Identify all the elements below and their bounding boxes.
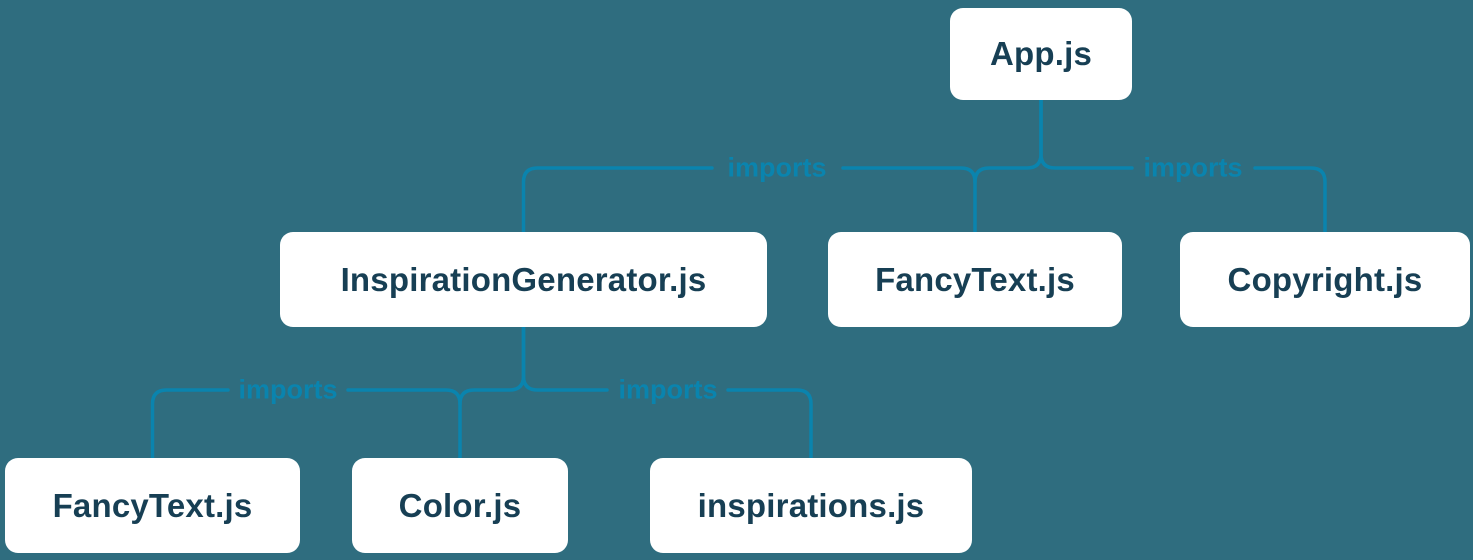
edge-rail-to-color-drop	[346, 388, 462, 460]
node-inspirationgenerator-js: InspirationGenerator.js	[280, 232, 767, 327]
edge-ig-stem-right-fork	[521, 325, 609, 392]
node-label: FancyText.js	[875, 260, 1075, 298]
node-label: Color.js	[398, 486, 522, 524]
edge-ig-to-fancytext-bottom-elbow	[150, 388, 230, 460]
node-label: Copyright.js	[1227, 260, 1423, 298]
node-fancytext-js-bottom: FancyText.js	[5, 458, 300, 553]
node-copyright-js: Copyright.js	[1180, 232, 1470, 327]
node-label: App.js	[989, 35, 1093, 72]
imports-label-ig-right: imports	[618, 374, 718, 405]
imports-label-app-left: imports	[727, 152, 827, 183]
node-label: inspirations.js	[697, 486, 925, 524]
edge-app-to-inspirationgenerator-elbow	[521, 166, 714, 234]
node-label: InspirationGenerator.js	[340, 260, 707, 298]
imports-label-app-right: imports	[1143, 152, 1243, 183]
node-color-js: Color.js	[352, 458, 568, 553]
node-fancytext-js-top: FancyText.js	[828, 232, 1122, 327]
edge-app-stem-right-fork	[1039, 98, 1134, 170]
edge-rail-to-fancytext-top-drop	[841, 166, 977, 234]
node-app-js: App.js	[950, 8, 1132, 100]
node-label: FancyText.js	[52, 486, 253, 524]
edge-ig-to-inspirations-elbow	[726, 388, 813, 460]
imports-label-ig-left: imports	[238, 374, 338, 405]
edge-ig-stem-left-fork	[458, 325, 526, 406]
node-inspirations-js: inspirations.js	[650, 458, 972, 553]
edge-app-to-copyright-elbow	[1253, 166, 1327, 234]
edge-app-stem-left-fork	[973, 98, 1043, 184]
